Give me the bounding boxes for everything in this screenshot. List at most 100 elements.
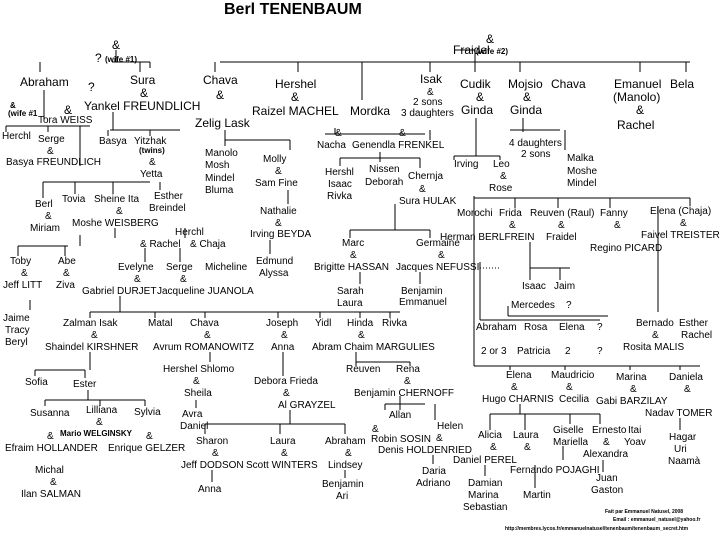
person-benjamin-n: Benjamin [401,286,443,297]
person-damian: Damian [468,478,503,489]
person-wife1-left: (wife #1 [8,109,38,118]
person-marina-d: Marina [468,490,499,501]
person-sofia: Sofia [25,377,48,388]
person-miriam: Miriam [30,223,60,234]
person-unknown-top: ? [95,51,102,65]
person-gabi: Gabi BARZILAY [596,396,668,407]
person-amp-marina-r: & [630,384,637,395]
person-lindsey: Lindsey [328,460,363,471]
person-amp-frida: & [509,220,516,231]
person-benjamin-ari: Benjamin [322,479,364,490]
person-anna-j: Anna [271,342,295,353]
person-hagar: Hagar [669,432,697,443]
person-amp-left: & [10,101,16,110]
person-herchl: Herchl [2,131,31,142]
person-rosita: Rosita MALIS [623,342,685,353]
person-chava-r: Chava [551,77,586,91]
person-amp-hershel: & [291,90,300,104]
person-sura-hulak: Sura HULAK [399,196,457,207]
person-amp-mojsio: & [523,90,532,104]
person-two-sons-mojsio: 2 sons [521,149,551,160]
person-amp-abraham-l: & [345,448,352,459]
person-michal: Michal [35,465,64,476]
person-mariella: Mariella [553,437,589,448]
person-daria: Daria [422,466,446,477]
person-morochi: Morochi [457,208,493,219]
person-denis: Denis HOLDENRIED [378,445,472,456]
person-chava-c: Chava [190,318,219,329]
person-chaja-c: & Chaja [190,239,226,250]
person-jaime: Jaime [3,313,30,324]
person-gabriel: Gabriel DURJET [82,286,157,297]
person-amp-top-right: & [486,32,495,46]
person-herchl-c: Herchl [175,227,204,238]
person-leo: Leo [493,159,510,170]
person-berl: Berl [35,199,53,210]
person-rivka-c: Rivka [382,318,408,329]
person-unknown-abraham: ? [88,80,95,94]
person-amp-marc: & [350,250,357,261]
person-amp-leo: & [500,171,507,182]
person-beryl: Beryl [5,337,28,348]
person-amp-evelyne: & [134,274,141,285]
person-allan: Allan [389,410,412,421]
person-gaston: Gaston [591,485,624,496]
person-two-sons-isak: 2 sons [413,97,443,108]
person-serge-c: Serge [166,262,193,273]
person-jeff-dodson: Jeff DODSON [181,460,244,471]
person-nadav: Nadav TOMER [645,408,713,419]
person-fraidel: Fraidel [453,43,490,57]
person-laura-a: Laura [513,430,539,441]
person-cecilia: Cecilia [559,394,590,405]
person-tovia: Tovia [62,194,86,205]
person-abraham: Abraham [20,75,69,89]
page-title: Berl TENENBAUM [224,1,362,18]
person-amp-lilliana: & [96,417,103,428]
person-sheine: Sheine Ita [94,194,140,205]
person-moshe-w: Moshe WEISBERG [72,218,159,229]
person-amp-zalman: & [91,330,98,341]
person-amp-sheine: & [116,206,123,217]
person-amp-rena: & [404,376,411,387]
person-laura-c: Laura [270,436,296,447]
person-daniel: Daniel [180,421,209,432]
person-amp-hinda: & [358,330,365,341]
person-hershl: Hershl [325,167,354,178]
person-abraham-l: Abraham [325,436,366,447]
person-sarah: Sarah [337,286,364,297]
person-amp-helen: & [436,433,443,444]
person-rachel-r: Rachel [681,330,713,341]
person-rivka: Rivka [327,191,353,202]
person-amp-sharon: & [212,448,219,459]
person-fernando: Fernando POJAGHI [510,465,600,476]
person-giselle: Giselle [553,425,584,436]
person-yitzhak: Yitzhak [134,136,167,147]
person-reuven-raul: Reuven (Raul) [530,208,595,219]
person-avra: Avra [182,409,203,420]
person-amp-reuven: & [558,220,565,231]
person-sheila: Sheila [184,388,212,399]
person-abraham-c: Abraham [476,322,517,333]
person-faivel: Faivel TREISTER [641,230,720,241]
person-mindel-m: Mindel [567,178,597,189]
person-patricia: Patricia [517,346,551,357]
person-ernesto: Ernesto [592,425,627,436]
person-bluma: Bluma [205,185,234,196]
person-sura: Sura [130,73,156,87]
person-yidl: Yidl [315,318,332,329]
person-twins: (twins) [139,146,165,155]
person-alexandra: Alexandra [583,449,629,460]
person-amp-enrique: & [146,431,153,442]
person-amp-fanny: & [614,220,621,231]
person-amp-yankel: & [64,103,73,117]
person-isak-top: Isak [420,72,443,86]
person-mosh: Mosh [205,160,230,171]
person-deborah: Deborah [365,177,404,188]
person-zalman: Zalman Isak [63,318,118,329]
person-raizel: Raizel MACHEL [252,104,339,118]
person-two-elena: 2 [565,346,571,357]
person-maudricio: Maudricio [551,370,595,381]
person-molly: Molly [263,154,287,165]
person-wife2: (wife #2) [476,47,509,56]
person-amp-top-left: & [112,38,121,52]
